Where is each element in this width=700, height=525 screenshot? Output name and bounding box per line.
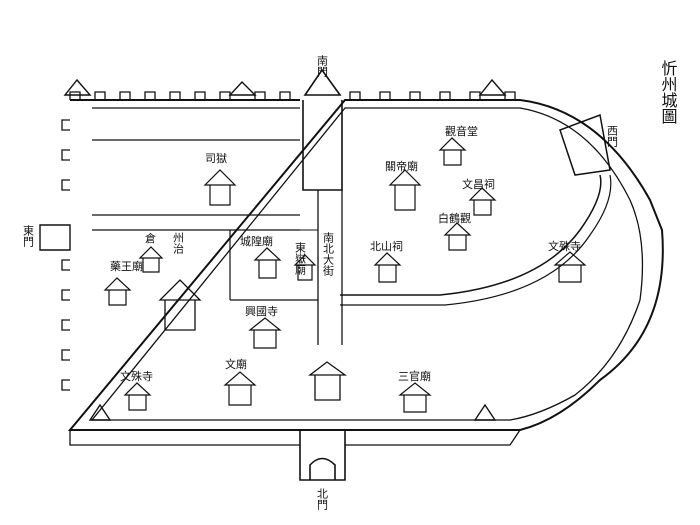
label-wenmiao: 文廟 xyxy=(225,357,247,371)
east-gate-tower xyxy=(39,224,71,251)
label-beishan: 北山祠 xyxy=(370,240,403,253)
east-gate-label: 東門 xyxy=(22,225,35,248)
label-baihe: 白鶴觀 xyxy=(438,211,471,225)
label-wenshu-w: 文殊寺 xyxy=(120,369,153,383)
inner-wall xyxy=(90,107,644,421)
label-yaowang: 藥王廟 xyxy=(110,259,143,273)
map-title: 忻州城圖 xyxy=(659,60,678,124)
label-xingguo: 興國寺 xyxy=(245,305,278,318)
south-gate-tower xyxy=(302,68,343,191)
north-gate-label: 北門 xyxy=(316,488,329,511)
label-cang: 倉 xyxy=(145,231,156,245)
main-street xyxy=(317,190,343,345)
label-sisi: 司獄 xyxy=(205,152,227,165)
label-guandi: 關帝廟 xyxy=(385,159,418,173)
south-gate-label: 南門 xyxy=(316,55,329,78)
west-gate-label: 西門 xyxy=(606,125,619,148)
city-wall xyxy=(67,99,664,431)
label-main-street: 南北大街 xyxy=(322,232,335,277)
label-guanyin: 觀音堂 xyxy=(445,124,478,138)
label-wenshu-e: 文殊寺 xyxy=(548,239,581,253)
label-dongyue: 東嶽廟 xyxy=(294,242,307,276)
label-zhou-yamen: 州治 xyxy=(172,232,185,255)
label-wenchang: 文昌祠 xyxy=(462,177,495,191)
label-sanguan: 三官廟 xyxy=(398,369,431,383)
label-chenghuang: 城隍廟 xyxy=(240,234,273,248)
north-gate-tower xyxy=(299,430,346,481)
curved-road xyxy=(340,174,602,296)
